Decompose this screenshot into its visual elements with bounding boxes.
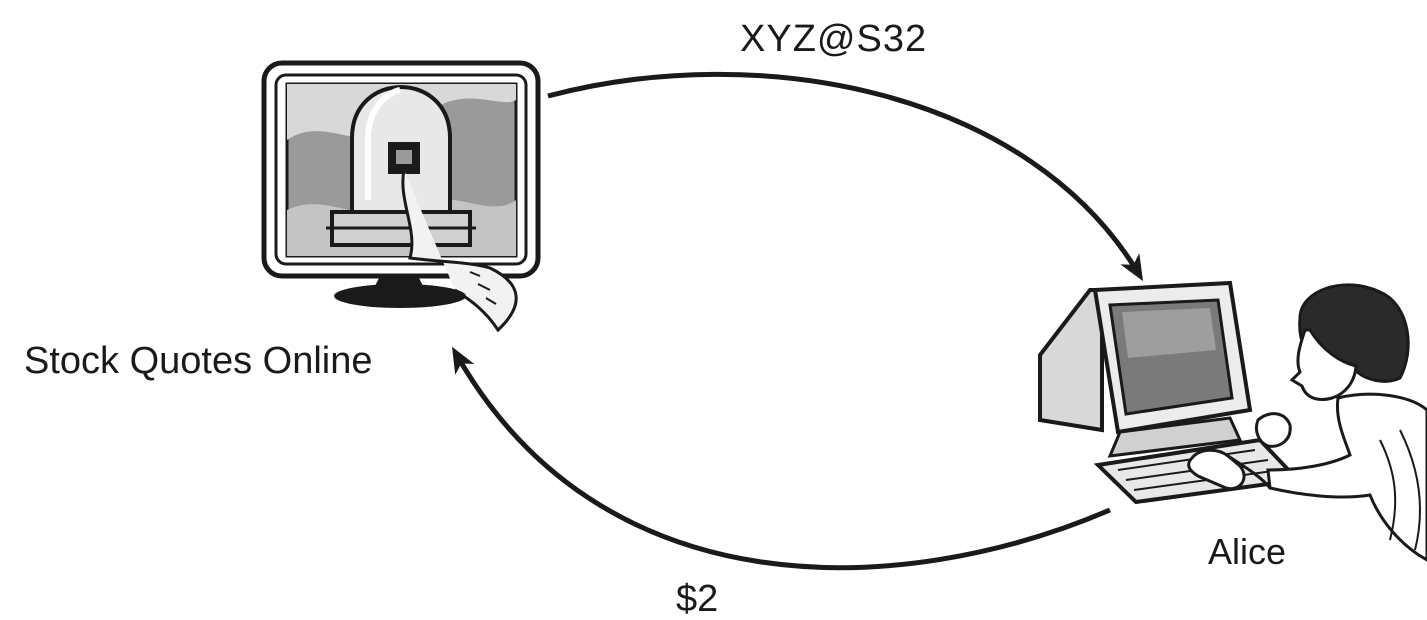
arrow-alice-to-server — [452, 346, 1111, 571]
server-name-label: Stock Quotes Online — [24, 340, 373, 382]
message-label-payment: $2 — [676, 578, 719, 620]
stock-quote-machine-monitor-icon — [261, 60, 541, 333]
arrow-server-to-alice — [547, 71, 1144, 282]
user-name-label: Alice — [1208, 531, 1287, 572]
message-label-xyz-quote: XYZ@S32 — [740, 18, 928, 60]
alice-at-computer-icon — [1038, 280, 1427, 562]
